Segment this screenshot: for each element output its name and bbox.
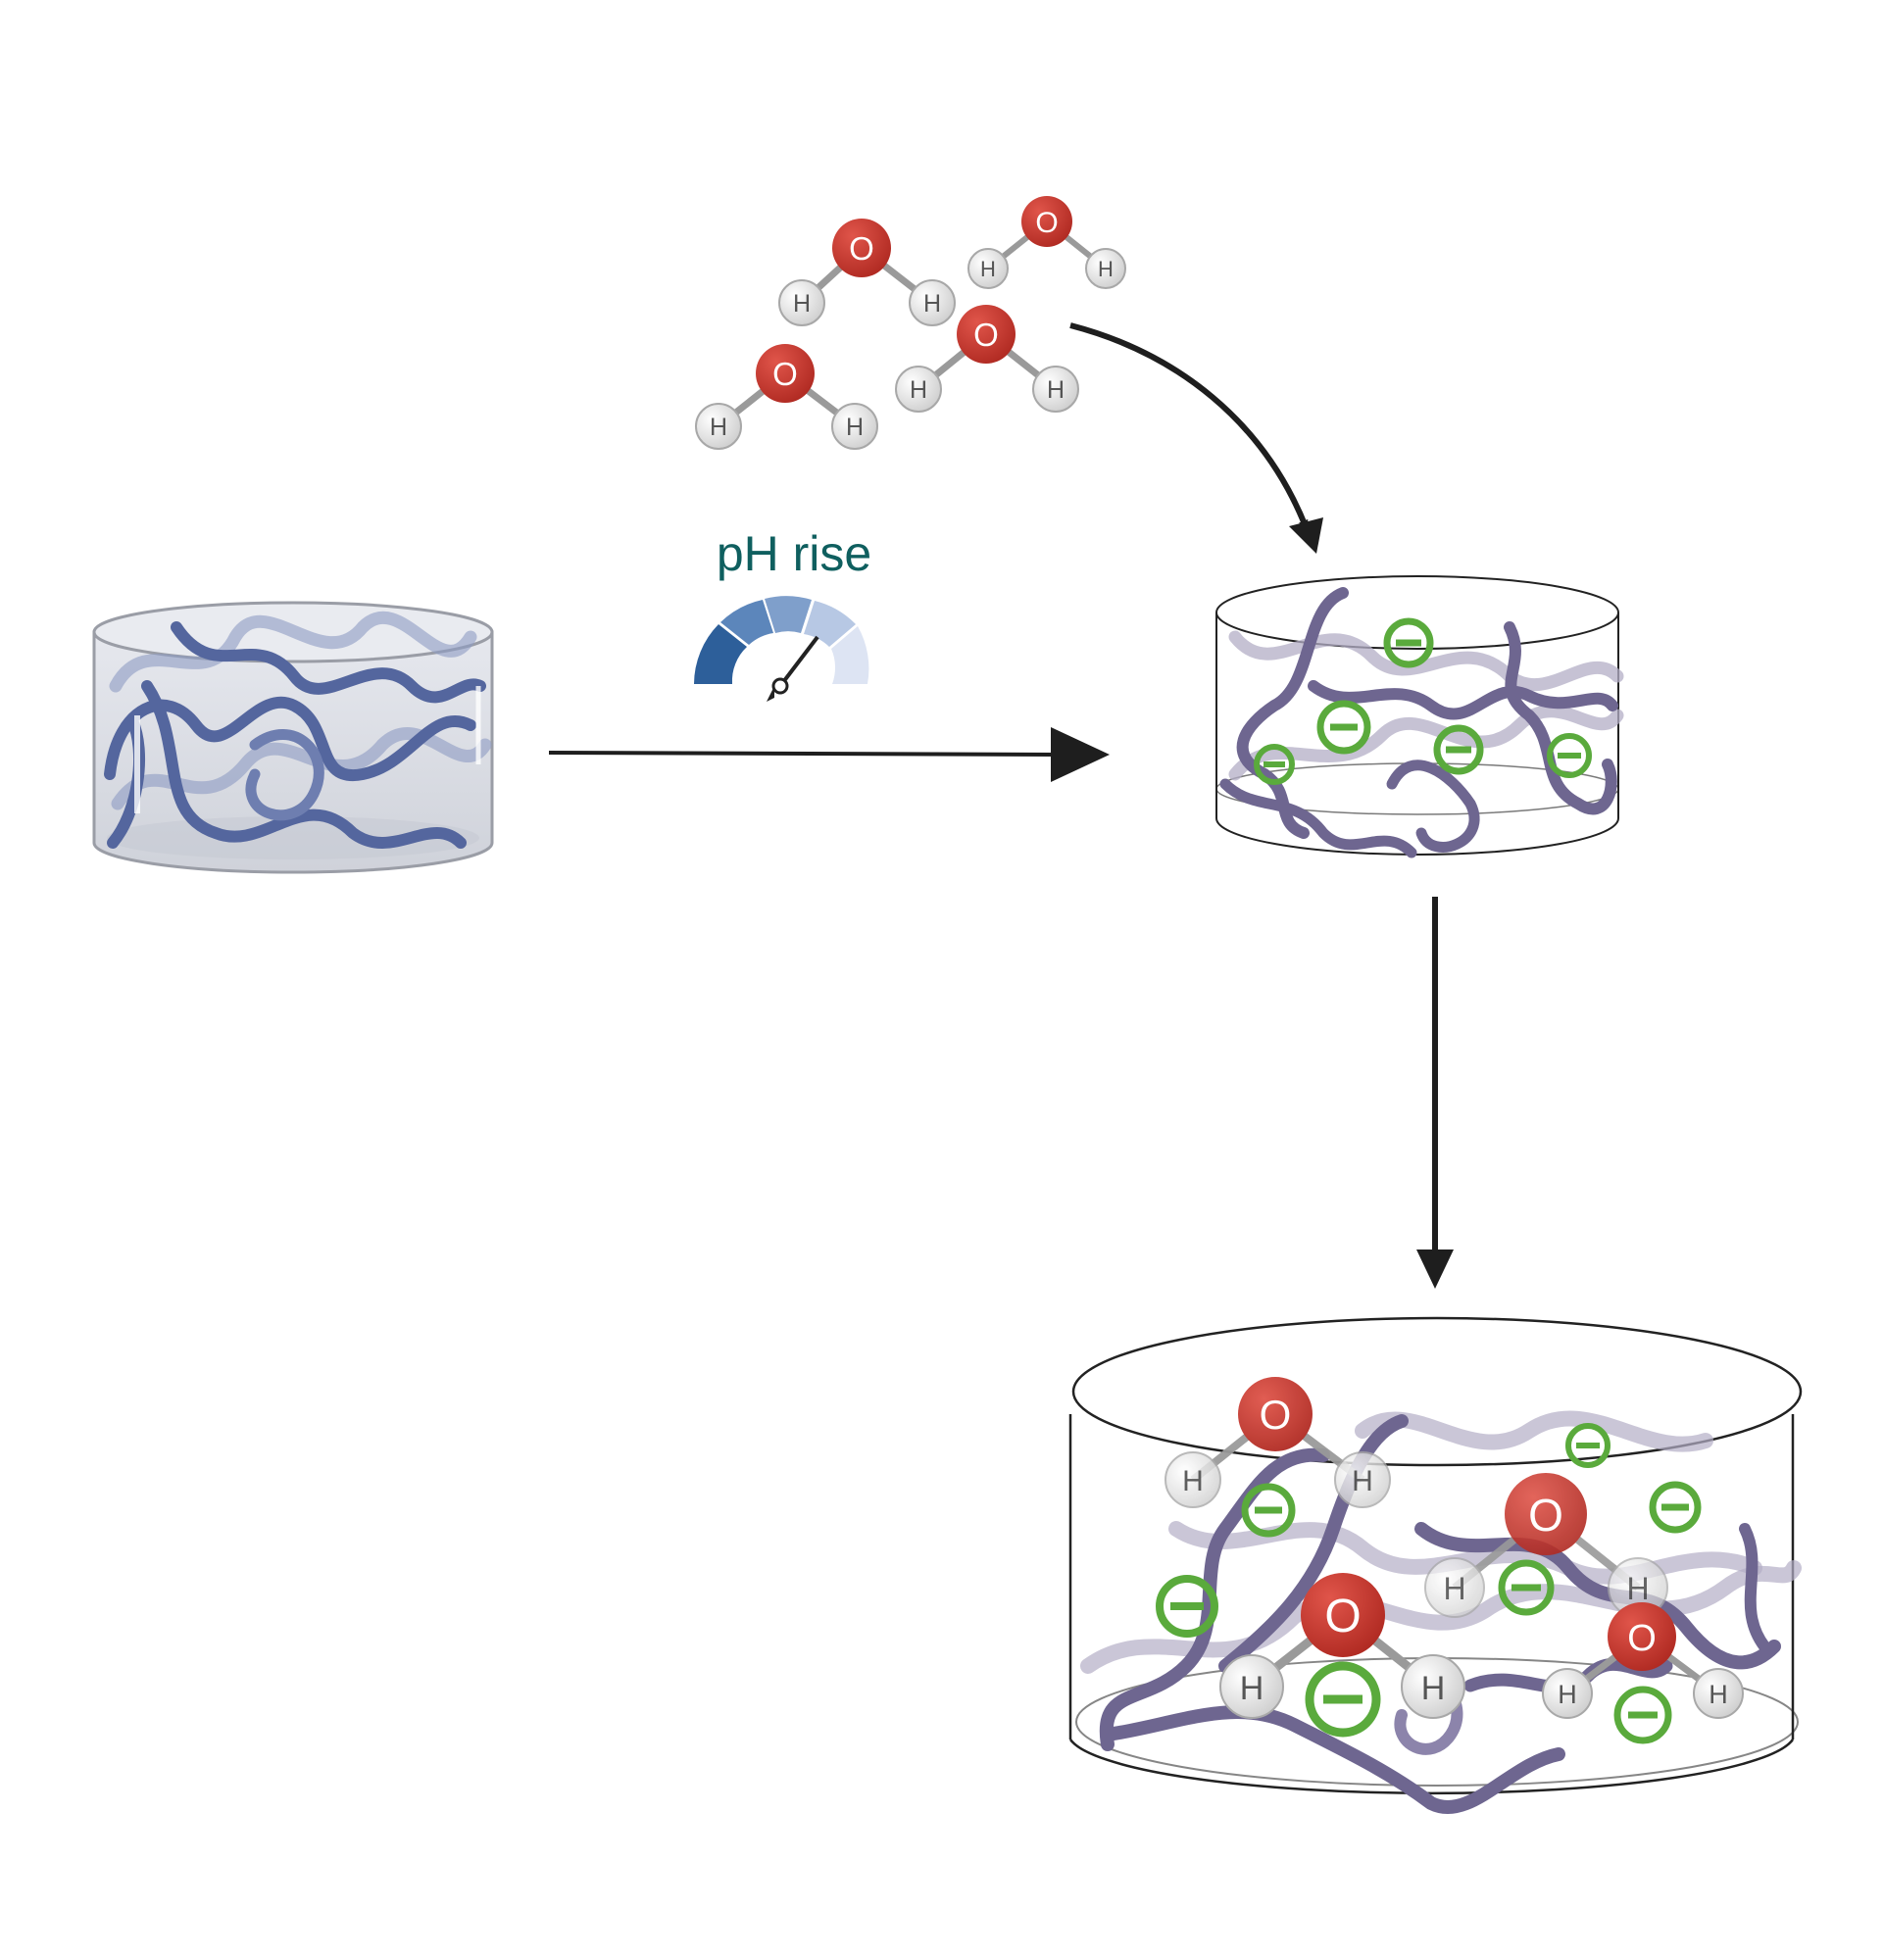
hydrogen-symbol: H <box>1098 257 1114 281</box>
hydrogen-symbol: H <box>1421 1670 1446 1707</box>
negative-charge-icon <box>1316 700 1371 755</box>
oxygen-symbol: O <box>1627 1618 1657 1659</box>
water-molecule-icon: H H O <box>895 305 1079 413</box>
negative-charge-icon <box>1241 1483 1296 1538</box>
hydrogen-symbol: H <box>1709 1680 1728 1709</box>
hydrogen-symbol: H <box>1352 1465 1373 1497</box>
hydrogen-symbol: H <box>910 376 927 404</box>
oxygen-symbol: O <box>772 356 798 392</box>
water-molecule-icon: H H O <box>1542 1602 1744 1719</box>
hydrogen-symbol: H <box>793 290 811 318</box>
ph-rise-arrowhead <box>1051 727 1110 782</box>
oxygen-symbol: O <box>849 230 874 267</box>
hydrogen-symbol: H <box>710 414 727 441</box>
oxygen-symbol: O <box>1035 207 1058 239</box>
negative-charge-icon <box>1649 1481 1702 1534</box>
negative-charge-icon <box>1383 617 1434 668</box>
hydrogen-symbol: H <box>980 257 996 281</box>
ionized-network-container <box>1215 575 1624 858</box>
negative-charge-icon <box>1498 1559 1555 1616</box>
negative-charge-icon <box>1433 724 1484 775</box>
dry-network-container <box>92 601 494 874</box>
hydrogen-symbol: H <box>1626 1571 1649 1606</box>
ph-rise-arrow <box>548 751 1060 757</box>
water-molecule-icon: H H O <box>1164 1377 1391 1508</box>
oxygen-symbol: O <box>973 317 999 353</box>
negative-charge-icon <box>1613 1686 1672 1744</box>
hydrogen-symbol: H <box>1443 1571 1465 1606</box>
water-molecule-icon: H H O <box>695 344 878 450</box>
oxygen-symbol: O <box>1528 1490 1563 1541</box>
negative-charge-icon <box>1156 1575 1218 1638</box>
negative-charge-icon <box>1305 1661 1381 1738</box>
hydrogen-symbol: H <box>1558 1680 1577 1709</box>
oxygen-symbol: O <box>1324 1591 1361 1642</box>
swollen-hydrogel-container: H H O H H O H H O <box>1068 1316 1803 1814</box>
water-inflow-arrow <box>1069 322 1310 531</box>
negative-charge-icon <box>1565 1423 1610 1468</box>
hydrogen-symbol: H <box>1047 376 1065 404</box>
oxygen-symbol: O <box>1260 1392 1292 1438</box>
swelling-arrowhead <box>1416 1250 1454 1289</box>
negative-charge-icon <box>1547 733 1592 778</box>
hydrogen-symbol: H <box>1182 1465 1204 1497</box>
water-molecule-icon: H H O <box>1424 1473 1668 1618</box>
water-molecule-icon: H H O <box>778 219 956 326</box>
water-inflow-arrowhead <box>1289 517 1323 554</box>
negative-charge-icon <box>1254 744 1295 785</box>
ph-gauge-icon <box>694 596 869 702</box>
hydrogen-symbol: H <box>923 290 941 318</box>
hydrogen-symbol: H <box>1240 1670 1264 1707</box>
hydrogen-symbol: H <box>846 414 864 441</box>
water-molecule-icon: H H O <box>967 196 1126 289</box>
water-molecule-icon: H H O <box>1219 1573 1465 1719</box>
ph-rise-label: pH rise <box>716 526 872 581</box>
